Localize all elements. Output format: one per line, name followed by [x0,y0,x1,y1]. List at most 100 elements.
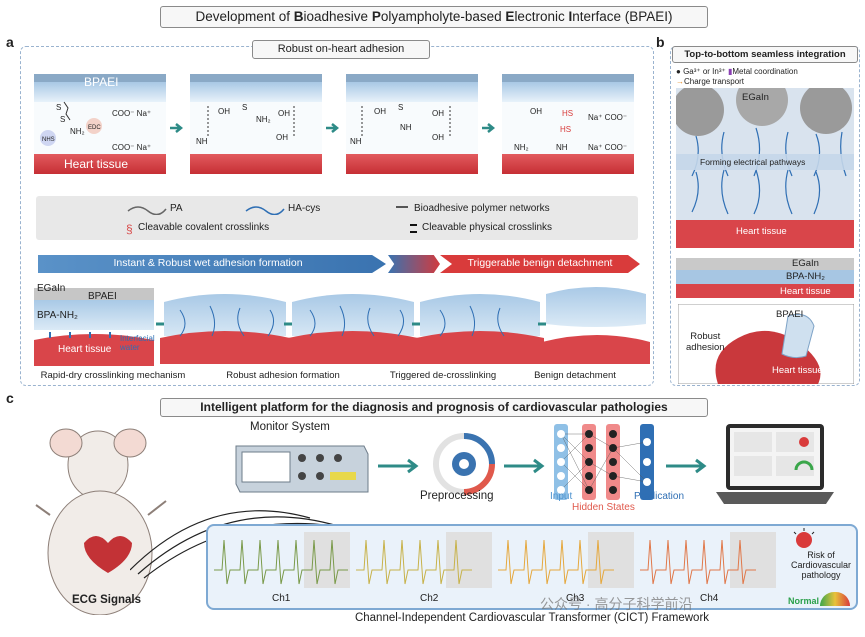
oh-2b: OH [278,109,290,118]
stage-egain-label: EGaIn [37,283,66,294]
cict-framework-label: Channel-Independent Cardiovascular Trans… [354,612,710,624]
nh2-4: NH₂ [514,143,529,152]
coo-na-2: COO⁻ Na⁺ [112,143,151,152]
stage-bpa-nh2-label: BPA-NH₂ [37,310,78,321]
stage-4 [502,74,634,174]
nn-prediction-label: Predication [634,491,685,502]
watermark: 公众号 · 高分子科学前沿 [540,596,693,612]
banner-right [440,255,640,273]
panel-b-egain: EGaIn [742,92,769,103]
stage-b2 [160,294,290,364]
hs-4b: HS [560,125,571,134]
panel-a-section-title: Robust on-heart adhesion [252,40,430,59]
caption-benign-detachment: Benign detachment [534,370,616,381]
stage-heart-label: Heart tissue [58,344,112,355]
heart-adhesion-illustration [678,304,854,384]
nh-3a: NH [400,123,412,132]
nh2-1: NH₂ [70,127,85,136]
oh-4a: OH [530,107,542,116]
laptop-icon [716,424,834,504]
monitor-label: Monitor System [250,421,330,433]
nh-2: NH [196,137,208,146]
s-1: S [56,103,61,112]
layer-stack [676,258,854,298]
panel-c-title: Intelligent platform for the diagnosis a… [160,398,708,417]
layer-bpa: BPA-NH₂ [786,271,825,282]
stage-b1 [34,288,154,366]
monitor-device [235,445,369,493]
stage-1-bpaei-label: BPAEI [84,75,118,89]
legend-physical-icon [410,224,417,233]
legend-covalent-icon: § [126,222,133,236]
stage-bpaei-label: BPAEI [88,291,117,302]
oh-2c: OH [276,133,288,142]
legend-hacys-line [245,206,285,215]
panel-c-letter: c [6,390,14,406]
arrow-to-preprocessing [378,458,419,474]
risk-alarm-icon [793,528,815,548]
legend-network-icon [396,206,408,212]
caption-robust-adhesion: Robust adhesion formation [226,370,340,381]
legend-physical: Cleavable physical crosslinks [422,222,553,233]
edc-label: EDC [88,125,101,131]
stage-b3 [288,294,418,364]
legend-networks: Bioadhesive polymer networks [414,203,550,214]
ecg-signals-label: ECG Signals [72,594,142,606]
main-title: Development of Bioadhesive Polyampholyte… [160,6,708,28]
legend-band [36,196,638,240]
detachment-stages [34,287,650,366]
channel-4-label: Ch4 [700,593,719,604]
panel-b-heart: Heart tissue [736,226,787,237]
ecg-channel-traces [214,532,776,588]
caption-rapid-dry: Rapid-dry crosslinking mechanism [40,370,186,381]
channel-2-label: Ch2 [420,593,439,604]
panel-b-robust-adhesion: Robust adhesion [686,331,725,353]
stage-b4 [416,294,544,364]
panel-b-metal-legend: ● Ga³⁺ or In³⁺ ▮Metal coordination [676,67,798,76]
banner-left-text: Instant & Robust wet adhesion formation [113,257,303,269]
risk-gauge [820,592,850,606]
stage-1-heart-label: Heart tissue [64,157,128,171]
risk-label: Risk of Cardiovascular pathology [790,550,852,580]
layer-egain: EGaIn [792,258,819,269]
s-2a: S [242,103,247,112]
nh-3b: NH [350,137,362,146]
na-coo-4a: Na⁺ COO⁻ [588,113,627,122]
s-2: S [60,115,65,124]
legend-covalent: Cleavable covalent crosslinks [138,222,270,233]
s-3a: S [398,103,403,112]
stage-2 [190,74,322,174]
integration-illustration [676,88,854,248]
oh-3b: OH [432,109,444,118]
hs-4a: HS [562,109,573,118]
banner-left [38,255,386,273]
panel-a-letter: a [6,34,14,50]
layer-heart: Heart tissue [780,286,831,297]
stage-water-label: Interfacial water [120,334,155,352]
caption-de-crosslinking: Triggered de-crosslinking [389,370,497,381]
neural-network-diagram [554,424,654,500]
legend-ha-cys: HA-cys [288,203,321,214]
arrow-to-network [504,458,545,474]
arrow-to-laptop [666,458,707,474]
panel-b-bpaei: BPAEI [776,309,804,320]
mouse-illustration [35,428,167,615]
panel-b-charge-legend: →Charge transport [676,77,745,86]
panel-b-heart2: Heart tissue [772,365,823,376]
panel-b-title: Top-to-bottom seamless integration [672,46,858,63]
panel-b-letter: b [656,34,665,50]
oh-2a: OH [218,107,230,116]
adhesion-stages: BPAEI Heart tissue COO⁻ Na⁺ NH₂ NHS EDC … [34,74,634,174]
oh-3c: OH [432,133,444,142]
na-coo-4b: Na⁺ COO⁻ [588,143,627,152]
oh-3a: OH [374,107,386,116]
nn-hidden-label: Hidden States [572,502,635,513]
stage-3 [346,74,478,174]
channel-1-label: Ch1 [272,593,291,604]
stage-b5 [542,287,650,364]
coo-na-1: COO⁻ Na⁺ [112,109,151,118]
nh2-2: NH₂ [256,115,271,124]
nn-input-label: Input [550,491,573,502]
banner-mid [388,255,440,273]
stage-1 [34,74,166,174]
